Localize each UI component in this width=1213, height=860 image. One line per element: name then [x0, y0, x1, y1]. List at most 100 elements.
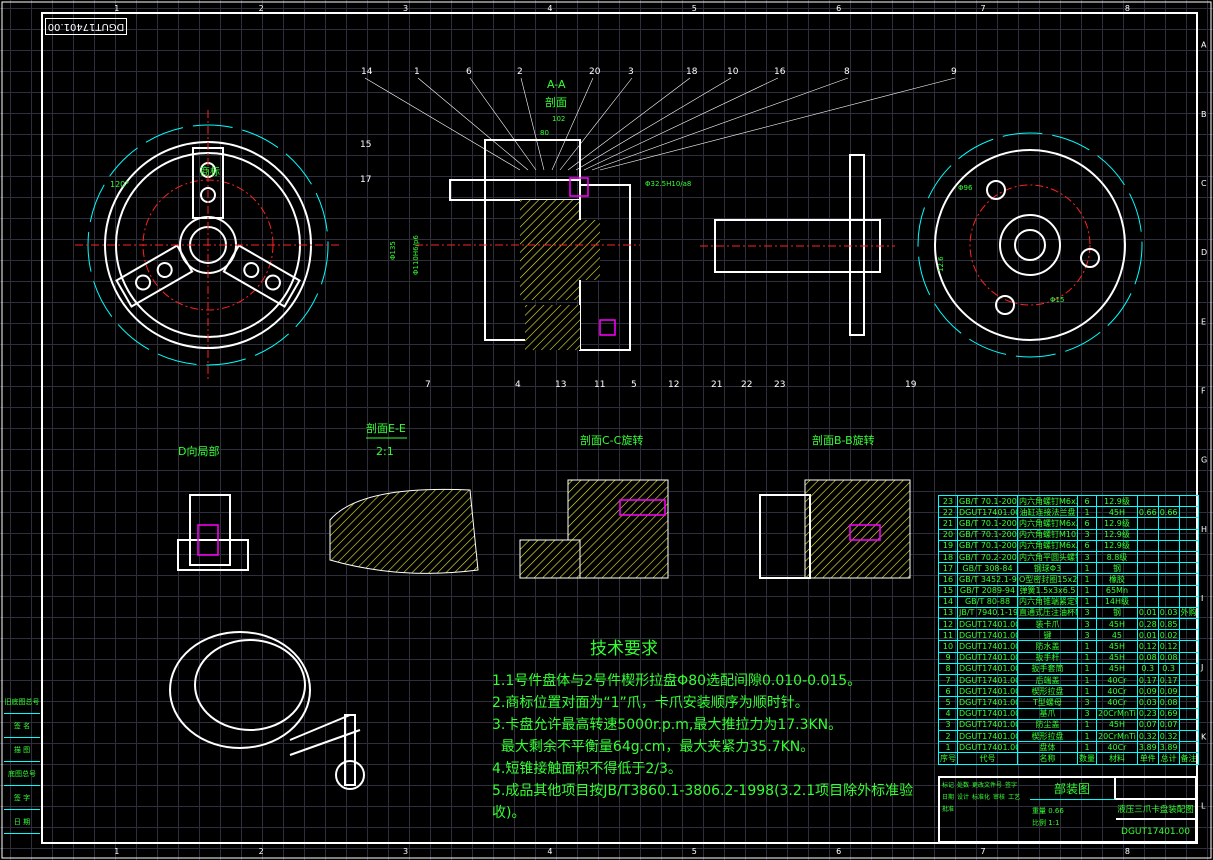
parts-cell: 钢球Φ3	[1017, 562, 1078, 575]
parts-cell	[1157, 539, 1180, 552]
zone-row-label: J	[1200, 663, 1203, 672]
parts-cell: 备注	[1178, 752, 1199, 765]
parts-cell	[1157, 595, 1180, 608]
title-block-label: 工艺	[1008, 794, 1021, 801]
section-aa-title: A-A	[547, 78, 566, 91]
balloon-label: 14	[361, 67, 373, 77]
parts-cell: 0.32	[1157, 729, 1180, 743]
parts-cell: 0.09	[1157, 685, 1180, 698]
parts-cell: 3	[1077, 606, 1097, 620]
parts-cell	[1178, 573, 1199, 586]
weight-label: 重量	[1032, 807, 1046, 815]
title-block-label: 标记	[942, 782, 955, 789]
parts-cell	[1178, 651, 1199, 664]
parts-cell: 3	[1077, 528, 1097, 541]
parts-cell: 0.09	[1136, 685, 1159, 698]
zone-column-label: 7	[980, 847, 985, 856]
parts-cell: 45H	[1096, 718, 1138, 731]
leader-line	[551, 77, 594, 171]
parts-cell	[1178, 528, 1199, 541]
title-block-label: 更改文件号	[972, 782, 1003, 789]
parts-cell: 0.23	[1136, 707, 1159, 720]
bb-title: 剖面B-B旋转	[812, 433, 875, 447]
dim-15: Φ15	[1050, 296, 1064, 304]
stamp-field: 日 期	[4, 810, 40, 834]
parts-cell	[1178, 618, 1199, 631]
parts-cell: 15	[938, 584, 958, 597]
zone-column-label: 8	[1125, 847, 1130, 856]
tech-requirement-item: 2.商标位置对面为“1”爪，卡爪安装顺序为顺时针。	[492, 695, 809, 711]
title-block-label: 标准化	[972, 794, 991, 801]
balloon-label: 8	[844, 67, 850, 77]
zone-column-label: 1	[114, 847, 119, 856]
parts-cell: 45	[1096, 629, 1138, 642]
parts-cell: 40Cr	[1096, 685, 1138, 698]
parts-cell: 23	[938, 494, 958, 508]
parts-cell: 弹簧1.5x3x6.5	[1017, 584, 1078, 597]
ee-title: 剖面E-E	[366, 421, 406, 435]
tech-requirement-item: 4.短锥接触面积不得低于2/3。	[492, 761, 682, 777]
parts-cell: 11	[938, 629, 958, 642]
stamp-field: 旧底图总号	[4, 690, 40, 714]
parts-cell: 45H	[1096, 640, 1138, 653]
parts-cell	[1178, 729, 1199, 743]
zone-row-label: K	[1201, 732, 1207, 741]
parts-cell: 扳手杆	[1017, 651, 1078, 664]
parts-cell: 外购	[1178, 606, 1199, 620]
parts-cell: 0.3	[1136, 662, 1159, 676]
title-block: 部装图 液压三爪卡盘装配图 DGUT17401.00 重量 0.66 比例 1:…	[938, 776, 1197, 843]
parts-cell	[1178, 673, 1199, 687]
leader-line	[599, 77, 956, 171]
parts-cell: 65Mn	[1096, 584, 1138, 597]
drawing-type: 部装图	[1030, 778, 1116, 800]
parts-cell: JB/T 7940.1-1995	[957, 606, 1018, 620]
parts-cell: 12.9级	[1096, 517, 1138, 530]
parts-cell	[1178, 539, 1199, 552]
zone-column-label: 4	[547, 4, 552, 13]
jaw-screw	[156, 261, 173, 278]
dim-102: 102	[552, 115, 565, 123]
zone-column-label: 4	[547, 847, 552, 856]
parts-cell	[1136, 528, 1159, 541]
parts-cell: 1	[1077, 506, 1097, 519]
parts-cell: 3	[1077, 696, 1097, 709]
parts-cell: 0.01	[1136, 606, 1159, 620]
parts-cell: 7	[938, 673, 958, 687]
parts-cell	[1178, 718, 1199, 731]
parts-cell: T型螺母	[1017, 696, 1078, 709]
parts-cell: 14H级	[1096, 595, 1138, 608]
zone-column-label: 1	[114, 4, 119, 13]
parts-cell: 0.03	[1157, 606, 1180, 620]
zone-column-label: 5	[692, 4, 697, 13]
parts-cell: DGUT17401.00-06	[957, 685, 1018, 698]
parts-cell: 45H	[1096, 618, 1138, 631]
parts-cell: 0.66	[1136, 506, 1159, 519]
parts-cell: DGUT17401.00-07	[957, 673, 1018, 687]
balloon-label: 9	[951, 67, 957, 77]
parts-cell: 3.89	[1136, 741, 1159, 754]
jaw-screw	[243, 262, 260, 278]
parts-cell	[1178, 584, 1199, 597]
zone-column-label: 2	[259, 4, 264, 13]
parts-cell: 20	[938, 528, 958, 541]
zone-column-label: 6	[836, 4, 841, 13]
zone-row-label: H	[1201, 525, 1207, 534]
parts-cell: 1	[1077, 741, 1097, 754]
leader-line	[591, 77, 849, 171]
parts-cell: 0.08	[1157, 651, 1180, 664]
parts-cell: 12.9级	[1096, 494, 1138, 508]
balloon-label: 1	[414, 67, 420, 77]
tech-requirement-item: 3.卡盘允许最高转速5000r.p.m,最大推拉力为17.3KN。	[492, 717, 843, 733]
jaw	[222, 244, 301, 308]
parts-cell: 1	[1077, 573, 1097, 586]
parts-cell	[1178, 517, 1199, 530]
parts-cell: 3	[1077, 629, 1097, 642]
